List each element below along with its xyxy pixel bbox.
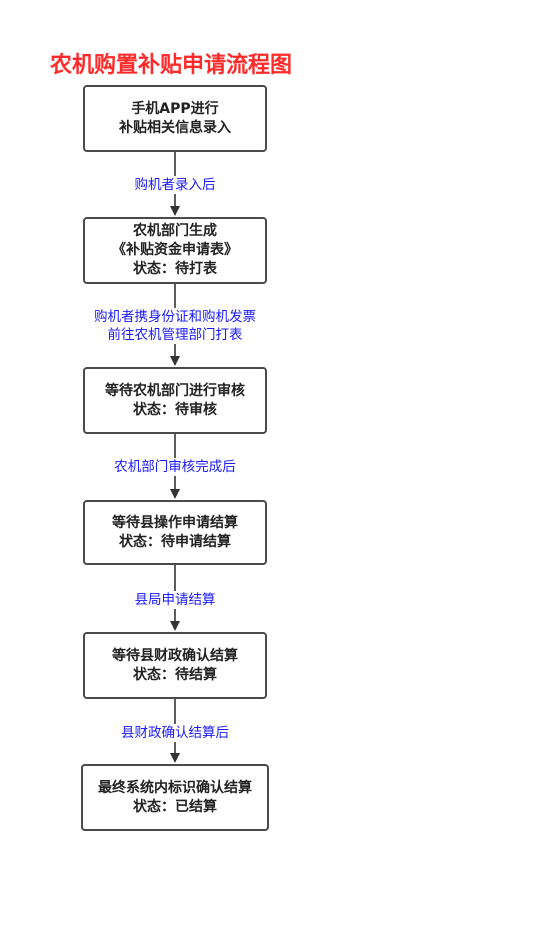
arrowhead-icon: [170, 356, 180, 366]
edge-label-3: 农机部门审核完成后: [60, 458, 290, 476]
flow-step-text: 最终系统内标识确认结算: [98, 779, 252, 796]
flow-step-text: 补贴相关信息录入: [119, 119, 231, 136]
flow-step-3: 等待农机部门进行审核状态：待审核: [83, 367, 267, 434]
flow-step-text: 《补贴资金申请表》: [112, 242, 238, 258]
flow-step-text: 农机部门生成: [133, 223, 217, 239]
flow-step-text: 手机APP进行: [131, 100, 219, 117]
flow-step-text: 等待县操作申请结算: [112, 514, 238, 531]
flow-step-2: 农机部门生成《补贴资金申请表》状态：待打表: [83, 217, 267, 284]
edge-label-5: 县财政确认结算后: [60, 724, 290, 742]
flow-step-1: 手机APP进行补贴相关信息录入: [83, 85, 267, 152]
edge-label-text: 县财政确认结算后: [121, 725, 229, 741]
flow-step-5: 等待县财政确认结算状态：待结算: [83, 632, 267, 699]
arrowhead-icon: [170, 621, 180, 631]
flow-step-text: 等待农机部门进行审核: [105, 382, 245, 399]
flow-step-text: 状态：待审核: [133, 401, 217, 418]
flow-step-text: 等待县财政确认结算: [112, 647, 238, 664]
edge-label-2: 购机者携身份证和购机发票前往农机管理部门打表: [60, 308, 290, 344]
arrowhead-icon: [170, 753, 180, 763]
edge-label-text: 农机部门审核完成后: [114, 459, 236, 475]
edge-label-text: 县局申请结算: [134, 592, 216, 608]
arrowhead-icon: [170, 206, 180, 216]
arrowhead-icon: [170, 489, 180, 499]
edge-label-4: 县局申请结算: [60, 591, 290, 609]
flow-step-text: 状态：待申请结算: [119, 533, 231, 550]
edge-label-text: 购机者录入后: [134, 177, 216, 193]
flow-step-4: 等待县操作申请结算状态：待申请结算: [83, 500, 267, 565]
flow-step-6: 最终系统内标识确认结算状态：已结算: [81, 764, 269, 831]
edge-label-text: 前往农机管理部门打表: [107, 327, 243, 343]
edge-label-text: 购机者携身份证和购机发票: [94, 309, 256, 325]
diagram-title: 农机购置补贴申请流程图: [50, 53, 293, 78]
edge-label-1: 购机者录入后: [60, 176, 290, 194]
flow-step-text: 状态：已结算: [133, 798, 217, 815]
flow-step-text: 状态：待打表: [133, 261, 217, 277]
flow-step-text: 状态：待结算: [133, 666, 217, 683]
